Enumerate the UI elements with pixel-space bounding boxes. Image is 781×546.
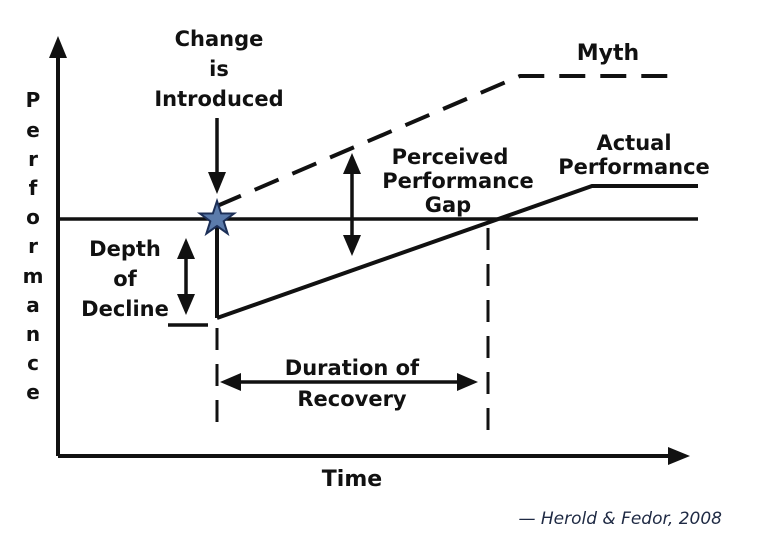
depth-label-line1: Depth (89, 237, 161, 261)
y-axis-letter: r (28, 147, 38, 171)
x-axis-label: Time (322, 467, 382, 492)
myth-label: Myth (577, 41, 639, 66)
y-axis-letter: f (29, 176, 38, 200)
star-icon (196, 197, 238, 237)
y-axis-letter: e (26, 118, 40, 142)
change-label-line2: is (209, 57, 229, 81)
actual-performance-label-line2: Performance (558, 155, 710, 179)
y-axis-arrow-icon (49, 36, 67, 58)
perceived-gap-label-line3: Gap (425, 193, 471, 217)
y-axis-label: P e r f o r m a n c e (23, 88, 44, 404)
y-axis-letter: r (28, 234, 38, 258)
y-axis-letter: P (26, 88, 41, 112)
perceived-gap-arrow-bottom-icon (343, 235, 361, 256)
y-axis-letter: c (27, 351, 39, 375)
citation: — Herold & Fedor, 2008 (518, 509, 722, 529)
duration-arrow-right-icon (457, 373, 478, 391)
duration-label-line2: Recovery (297, 387, 407, 411)
change-label-line3: Introduced (154, 87, 283, 111)
depth-label-line2: of (113, 267, 137, 291)
duration-arrow-left-icon (220, 373, 241, 391)
y-axis-letter: n (26, 322, 40, 346)
y-axis-letter: a (26, 293, 40, 317)
actual-performance-line (216, 184, 698, 320)
change-label-line1: Change (175, 27, 264, 51)
perceived-gap-arrow-top-icon (343, 153, 361, 174)
depth-arrow-bottom-icon (177, 294, 195, 315)
depth-label-line3: Decline (81, 297, 169, 321)
change-arrow-head-icon (208, 172, 226, 194)
y-axis-letter: m (23, 264, 44, 288)
x-axis-arrow-icon (668, 447, 690, 465)
y-axis-letter: e (26, 380, 40, 404)
duration-label-line1: Duration of (285, 356, 420, 380)
myth-line (216, 74, 680, 208)
y-axis-letter: o (26, 205, 40, 229)
perceived-gap-label-line2: Performance (382, 169, 534, 193)
depth-arrow-top-icon (177, 238, 195, 259)
perceived-gap-label-line1: Perceived (392, 145, 509, 169)
actual-performance-label-line1: Actual (596, 131, 671, 155)
